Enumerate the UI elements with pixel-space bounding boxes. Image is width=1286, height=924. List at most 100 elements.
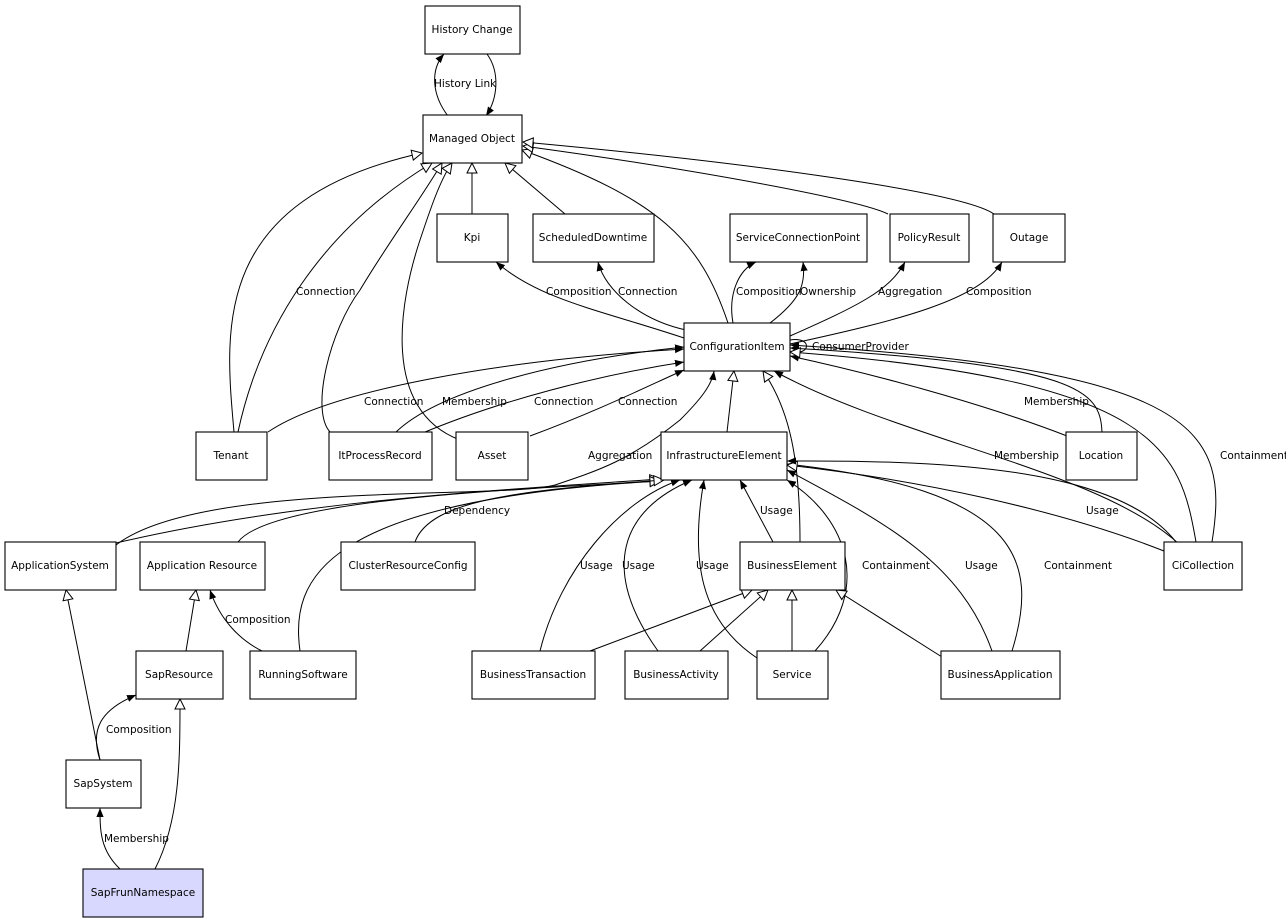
node-infrastructure-element[interactable]: InfrastructureElement (660, 431, 788, 481)
node-outage[interactable]: Outage (992, 213, 1066, 263)
edge-label-connection-itpr: Connection (534, 396, 593, 408)
edge-ci-scp-ownership (769, 261, 808, 324)
edge-asset-to-mo (401, 163, 461, 441)
edge-label-history-link: History Link (434, 78, 497, 90)
node-label-it-process-record: ItProcessRecord (338, 450, 421, 462)
node-it-process-record[interactable]: ItProcessRecord (328, 431, 433, 481)
edge-label-usage-service: Usage (696, 560, 729, 572)
edge-be-to-ci (763, 371, 801, 543)
edge-sd-to-mo (505, 163, 566, 215)
edge-outage-to-mo (523, 142, 995, 215)
edge-ci-kpi (495, 261, 685, 339)
edge-cicollection-to-ie (787, 465, 1165, 552)
edge-label-ownership-scp: Ownership (800, 286, 856, 298)
edge-label-containment-cicollection: Containment (1220, 450, 1286, 462)
edge-label-membership-sapfrun: Membership (104, 833, 169, 845)
node-business-element[interactable]: BusinessElement (739, 541, 846, 591)
edge-appsys-ci (115, 370, 717, 546)
node-history-change[interactable]: History Change (424, 5, 521, 55)
node-label-scheduled-downtime: ScheduledDowntime (539, 232, 647, 244)
edge-label-connection-sd: Connection (618, 286, 677, 298)
node-service-connection-point[interactable]: ServiceConnectionPoint (729, 213, 868, 263)
node-location[interactable]: Location (1065, 431, 1138, 481)
edge-ie-to-ci (726, 371, 734, 433)
node-label-ci-collection: CiCollection (1172, 560, 1234, 572)
node-application-system[interactable]: ApplicationSystem (4, 541, 117, 591)
node-label-managed-object: Managed Object (429, 133, 515, 145)
edge-label-usage-be: Usage (760, 505, 793, 517)
edge-appsys-to-ie (115, 479, 660, 544)
edge-label-connection-tenant-ci: Connection (364, 396, 423, 408)
nodes: History Change Managed Object Kpi Schedu… (4, 5, 1243, 918)
node-label-outage: Outage (1010, 232, 1049, 244)
node-label-infrastructure-element: InfrastructureElement (666, 450, 781, 462)
node-cluster-resource-config[interactable]: ClusterResourceConfig (340, 541, 476, 591)
edge-itpr-to-mo (321, 163, 442, 433)
edge-sapresource-to-appres (185, 590, 196, 652)
node-label-running-software: RunningSoftware (258, 669, 347, 681)
node-label-sap-frun-namespace: SapFrunNamespace (91, 887, 195, 899)
node-business-activity[interactable]: BusinessActivity (624, 650, 729, 700)
node-business-application[interactable]: BusinessApplication (940, 650, 1061, 700)
edge-ci-to-mo (522, 150, 729, 324)
node-label-asset: Asset (478, 450, 507, 462)
node-tenant[interactable]: Tenant (195, 431, 268, 481)
node-managed-object[interactable]: Managed Object (422, 114, 523, 164)
edge-location-self (789, 344, 1103, 433)
node-sap-system[interactable]: SapSystem (65, 759, 142, 809)
node-kpi[interactable]: Kpi (436, 213, 509, 263)
edge-location-ci (789, 354, 1068, 437)
node-label-kpi: Kpi (464, 232, 480, 244)
edge-labels: History Link Connection Composition Conn… (104, 78, 1286, 845)
node-label-sap-system: SapSystem (74, 778, 133, 790)
edge-cicollection-ci-containment (789, 341, 1217, 543)
node-label-history-change: History Change (432, 24, 513, 36)
edge-label-composition-outage: Composition (966, 286, 1032, 298)
node-application-resource[interactable]: Application Resource (139, 541, 266, 591)
edge-label-composition-kpi: Composition (546, 286, 612, 298)
edge-sapfrun-to-sapresource (154, 699, 180, 870)
edge-ci-outage (789, 261, 1003, 345)
node-label-policy-result: PolicyResult (898, 232, 961, 244)
edge-appres-to-ie (237, 481, 660, 543)
edge-bapp-to-be (836, 590, 943, 658)
edge-cicollection-ci-hollow (790, 352, 1197, 543)
edge-label-consumer-provider: ConsumerProvider (812, 341, 909, 353)
node-sap-resource[interactable]: SapResource (135, 650, 224, 700)
edge-label-composition-scp: Composition (736, 286, 802, 298)
edge-label-aggregation-pr: Aggregation (878, 286, 942, 298)
edge-label-membership-location: Membership (1024, 396, 1089, 408)
edge-label-usage-ba: Usage (622, 560, 655, 572)
node-label-business-element: BusinessElement (747, 560, 837, 572)
edge-be-to-ie (739, 479, 774, 543)
node-sap-frun-namespace[interactable]: SapFrunNamespace (82, 868, 204, 918)
node-ci-collection[interactable]: CiCollection (1163, 541, 1243, 591)
node-business-transaction[interactable]: BusinessTransaction (471, 650, 596, 700)
edge-sapsystem-to-appsys (66, 590, 101, 761)
node-configuration-item[interactable]: ConfigurationItem (683, 322, 791, 372)
edge-tenant-to-mo (229, 153, 422, 433)
node-label-business-transaction: BusinessTransaction (480, 669, 586, 681)
edge-label-usage-bt: Usage (580, 560, 613, 572)
node-service[interactable]: Service (756, 650, 829, 700)
edge-bt-to-ie (539, 479, 681, 652)
edge-label-dependency-rs: Dependency (444, 505, 510, 517)
node-scheduled-downtime[interactable]: ScheduledDowntime (532, 213, 655, 263)
node-asset[interactable]: Asset (455, 431, 529, 481)
edge-label-containment-bapp: Containment (1044, 560, 1112, 572)
edge-itpr-ci-membership (395, 344, 685, 433)
edge-label-usage-bapp: Usage (965, 560, 998, 572)
node-label-business-activity: BusinessActivity (633, 669, 719, 681)
edge-label-usage-cicollection: Usage (1086, 505, 1119, 517)
edge-ba-to-ie (623, 479, 693, 652)
node-policy-result[interactable]: PolicyResult (889, 213, 970, 263)
edge-label-membership-cicollection: Membership (994, 450, 1059, 462)
edge-bapp-containment-ie (786, 461, 1023, 652)
edge-tenant-to-mo-connection (237, 163, 432, 433)
node-running-software[interactable]: RunningSoftware (249, 650, 357, 700)
node-label-application-system: ApplicationSystem (11, 560, 109, 572)
node-label-tenant: Tenant (213, 450, 249, 462)
edge-tenant-ci (267, 345, 685, 433)
edge-service-to-ie (697, 479, 758, 659)
edge-bt-to-be (589, 590, 752, 652)
